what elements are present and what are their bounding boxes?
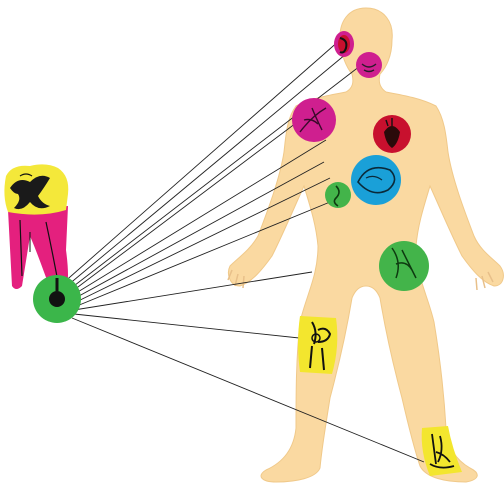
line-to-chest — [68, 162, 324, 302]
human-body-icon — [228, 8, 503, 482]
shoulder-region — [292, 98, 336, 142]
stomach-region — [351, 155, 401, 205]
tooth-icon — [4, 164, 68, 291]
line-to-waist — [74, 272, 312, 310]
kidney-region — [379, 241, 429, 291]
mouth-region — [356, 52, 382, 78]
line-to-kidney — [72, 202, 330, 308]
line-to-intestine — [70, 178, 330, 305]
ear-region — [334, 31, 354, 57]
line-to-knee — [74, 314, 318, 340]
ankle-foot-region — [422, 426, 462, 476]
infection-focus — [33, 275, 81, 323]
line-to-ankle — [72, 318, 424, 462]
body-silhouette — [228, 8, 503, 482]
intestine-region — [325, 182, 351, 208]
heart-region — [373, 115, 411, 153]
knee-region — [298, 316, 337, 374]
